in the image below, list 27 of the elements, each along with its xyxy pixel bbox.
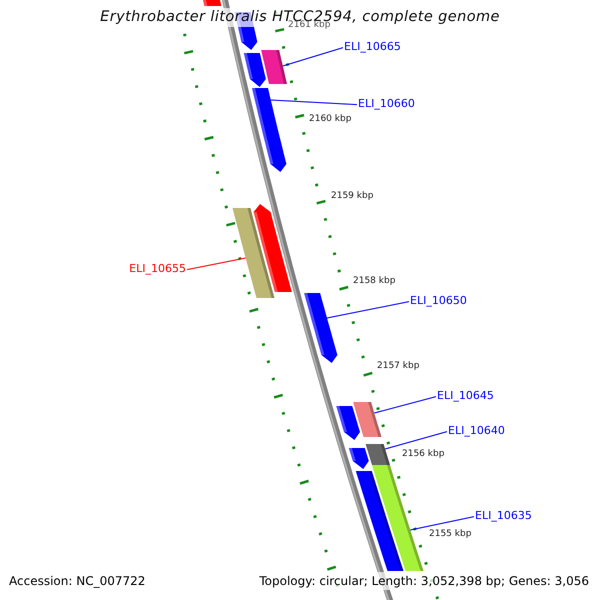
leader-line (374, 396, 436, 414)
leader-line (186, 258, 246, 270)
leader-line (270, 100, 358, 106)
gene-label: ELI_10650 (410, 294, 467, 308)
gene-box (366, 444, 390, 465)
scale-label: 2160 kbp (309, 114, 352, 125)
gene-label: ELI_10660 (358, 97, 415, 110)
gene-box (372, 465, 424, 571)
leader-line (410, 516, 474, 530)
scale-label: 2159 kbp (331, 191, 374, 202)
gene-label: ELI_10665 (344, 40, 401, 54)
scale-label: 2156 kbp (402, 449, 444, 460)
gene-feature (252, 88, 286, 172)
gene-feature (304, 293, 338, 363)
leader-line (384, 431, 448, 450)
leader-line (282, 47, 344, 66)
gene-box (261, 50, 287, 84)
scale-label: 2158 kbp (353, 276, 396, 287)
gene-label: ELI_10645 (437, 389, 494, 402)
gene-label: ELI_10640 (448, 424, 505, 438)
scale-label: 2157 kbp (377, 361, 420, 372)
gene-label: ELI_10635 (475, 509, 532, 522)
gene-box (353, 402, 382, 437)
leader-line (326, 301, 410, 318)
gene-label: ELI_10655 (129, 262, 186, 276)
gene-box (232, 208, 274, 298)
scale-label: 2155 kbp (429, 529, 472, 540)
